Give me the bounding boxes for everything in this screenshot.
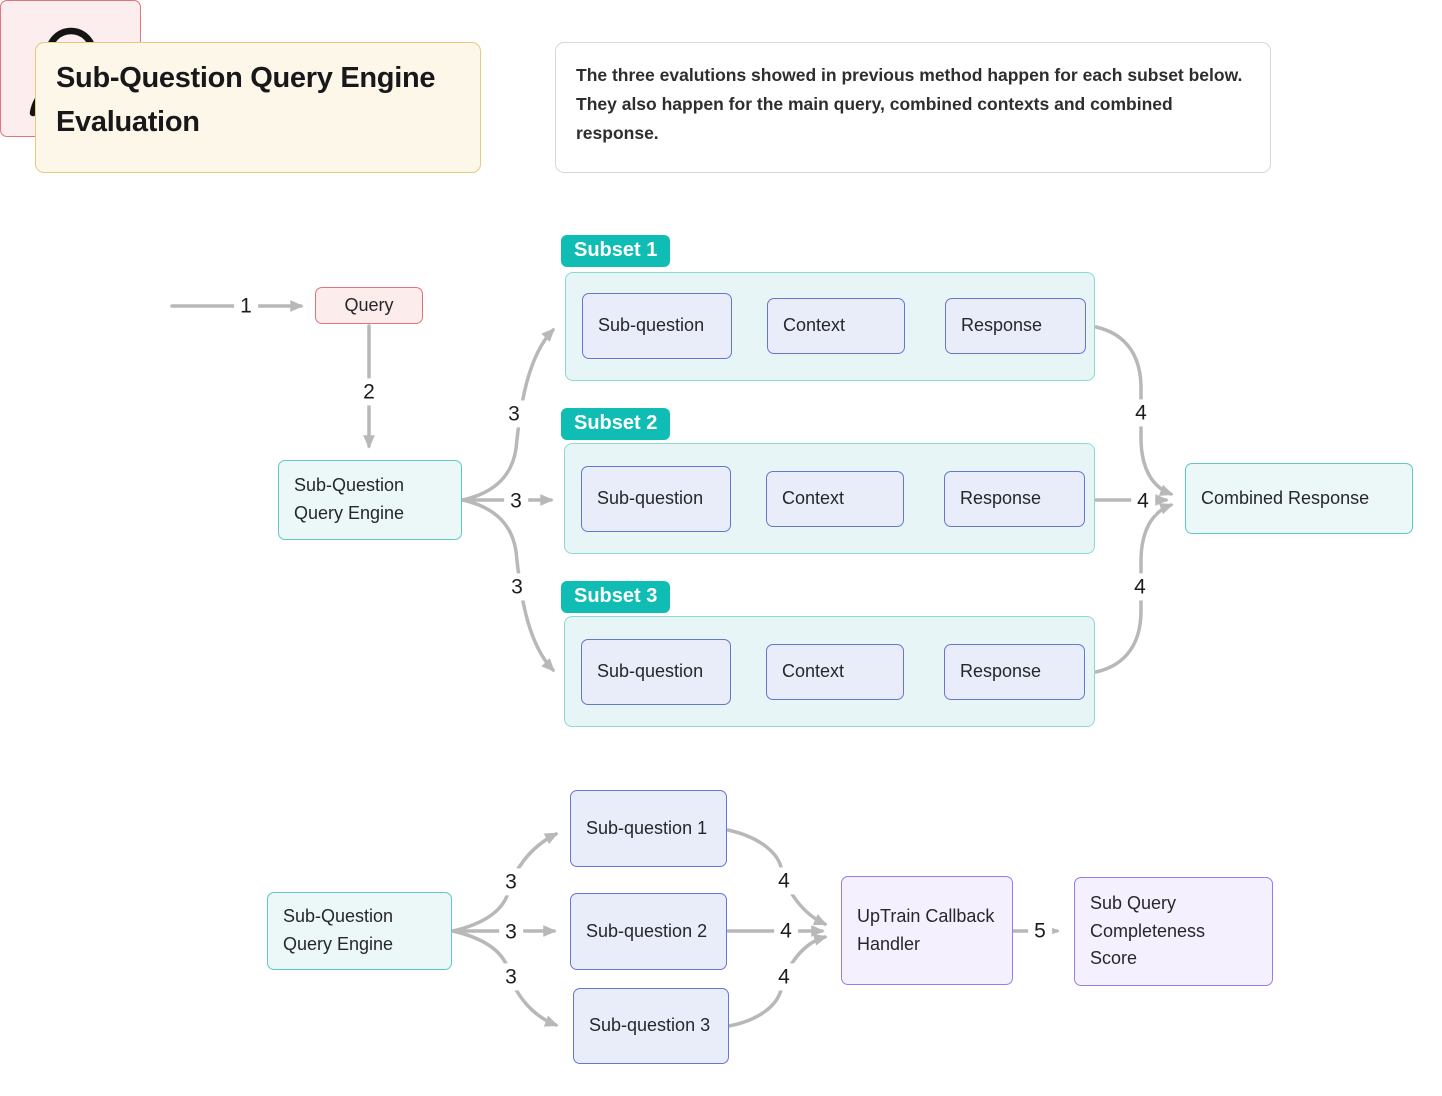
subset-3-context-box: Context [766, 644, 904, 700]
edge-label-3c: 3 [505, 573, 529, 601]
subset-3-container: Sub-question Context Response [564, 616, 1095, 727]
page-title: Sub-Question Query Engine Evaluation [56, 62, 436, 138]
subset-2-badge: Subset 2 [561, 408, 671, 440]
subset-1-subquestion-label: Sub-question [598, 315, 705, 336]
subquestion-1-label: Sub-question 1 [586, 817, 708, 838]
subset-3-response-label: Response [960, 661, 1042, 682]
edge-label-4d: 4 [772, 867, 796, 895]
engine-label-bottom: Sub-Question Query Engine [283, 906, 394, 954]
sub-question-query-engine-box-bottom: Sub-Question Query Engine [267, 892, 452, 970]
subquestion-3-label: Sub-question 3 [589, 1015, 711, 1036]
edge-label-3e: 3 [499, 918, 523, 946]
note-card: The three evalutions showed in previous … [555, 42, 1271, 173]
subset-2-context-box: Context [766, 471, 904, 527]
subset-1-context-label: Context [783, 315, 846, 336]
uptrain-callback-handler-box: UpTrain Callback Handler [841, 876, 1013, 985]
subquestion-3-box: Sub-question 3 [573, 988, 729, 1064]
uptrain-handler-label: UpTrain Callback Handler [857, 905, 995, 954]
subset-2-container: Sub-question Context Response [564, 443, 1095, 554]
edge-label-5: 5 [1028, 917, 1052, 945]
subset-3-context-label: Context [782, 661, 845, 682]
edge-label-4e: 4 [774, 917, 798, 945]
subset-1-response-label: Response [961, 315, 1043, 336]
edge-label-3a: 3 [502, 400, 526, 428]
subset-2-response-box: Response [944, 471, 1085, 527]
subset-1-badge: Subset 1 [561, 235, 671, 267]
edge-label-2: 2 [357, 378, 381, 406]
combined-response-label: Combined Response [1201, 487, 1370, 508]
subquestion-1-box: Sub-question 1 [570, 790, 727, 867]
subset-2-subquestion-box: Sub-question [581, 466, 731, 532]
subset-3-subquestion-box: Sub-question [581, 639, 731, 705]
edge-label-4f: 4 [772, 963, 796, 991]
completeness-score-label: Sub Query Completeness Score [1090, 892, 1206, 969]
subset-2-subquestion-label: Sub-question [597, 488, 704, 509]
subset-2-response-label: Response [960, 488, 1042, 509]
subset-1-container: Sub-question Context Response [565, 272, 1095, 381]
combined-response-box: Combined Response [1185, 463, 1413, 534]
subset-1-context-box: Context [767, 298, 905, 354]
sub-query-completeness-score-box: Sub Query Completeness Score [1074, 877, 1273, 986]
edge-label-1: 1 [234, 292, 258, 320]
edge-label-3f: 3 [499, 963, 523, 991]
subquestion-2-label: Sub-question 2 [586, 920, 708, 941]
sub-question-query-engine-box-top: Sub-Question Query Engine [278, 460, 462, 540]
engine-label-top: Sub-Question Query Engine [294, 475, 405, 523]
subset-3-response-box: Response [944, 644, 1085, 700]
title-card: Sub-Question Query Engine Evaluation [35, 42, 481, 173]
edge-label-4c: 4 [1128, 573, 1152, 601]
subset-2-context-label: Context [782, 488, 845, 509]
edge-label-4a: 4 [1129, 399, 1153, 427]
subset-3-badge: Subset 3 [561, 581, 671, 613]
edge-label-3b: 3 [504, 487, 528, 515]
edge-label-4b: 4 [1131, 487, 1155, 515]
query-box: Query [315, 287, 423, 324]
note-text: The three evalutions showed in previous … [576, 65, 1243, 143]
edge-label-3d: 3 [499, 868, 523, 896]
subquestion-2-box: Sub-question 2 [570, 893, 727, 970]
subset-1-response-box: Response [945, 298, 1086, 354]
query-label: Query [344, 294, 394, 315]
subset-1-subquestion-box: Sub-question [582, 293, 732, 359]
subset-3-subquestion-label: Sub-question [597, 661, 704, 682]
